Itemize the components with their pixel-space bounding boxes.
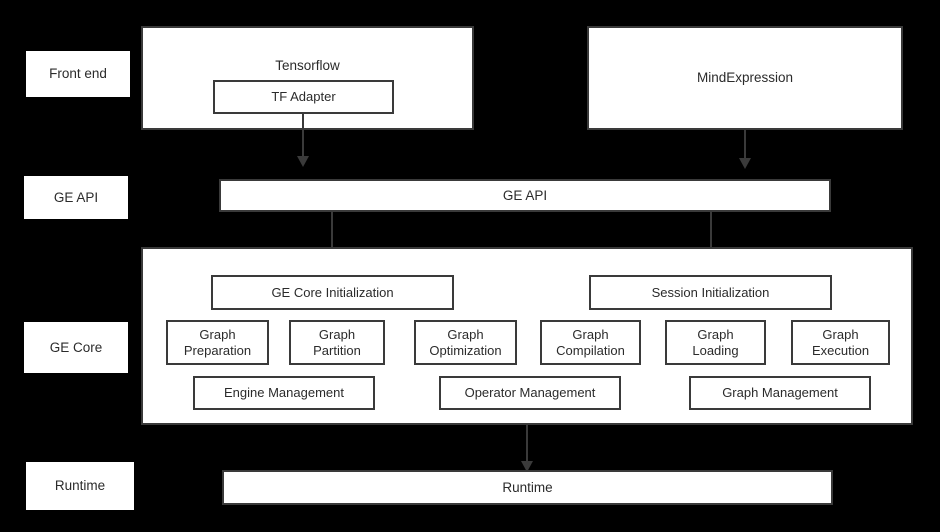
operator-management-box[interactable]: Operator Management <box>439 376 621 410</box>
side-label-front-end: Front end <box>26 51 130 97</box>
session-initialization-box[interactable]: Session Initialization <box>589 275 832 310</box>
tensorflow-title: Tensorflow <box>275 58 340 73</box>
graph-optimization-box[interactable]: Graph Optimization <box>414 320 517 365</box>
connector-tfadapter-to-geapi <box>302 114 304 158</box>
graph-partition-box[interactable]: Graph Partition <box>289 320 385 365</box>
arrowhead-mindexpression-to-geapi <box>739 158 751 169</box>
ge-core-initialization-box[interactable]: GE Core Initialization <box>211 275 454 310</box>
ge-api-bar[interactable]: GE API <box>219 179 831 212</box>
side-label-ge-api: GE API <box>24 176 128 219</box>
graph-management-box[interactable]: Graph Management <box>689 376 871 410</box>
tf-adapter-box[interactable]: TF Adapter <box>213 80 394 114</box>
graph-loading-box[interactable]: Graph Loading <box>665 320 766 365</box>
side-label-runtime: Runtime <box>26 462 134 510</box>
arrowhead-gecore-to-runtime <box>521 461 533 472</box>
graph-preparation-box[interactable]: Graph Preparation <box>166 320 269 365</box>
side-label-ge-core: GE Core <box>24 322 128 373</box>
connector-geapi-to-sessioninit <box>710 212 712 270</box>
engine-management-box[interactable]: Engine Management <box>193 376 375 410</box>
mindexpression-title: MindExpression <box>696 70 794 86</box>
connector-geapi-to-gecoreinit <box>331 212 333 270</box>
connector-mindexpression-to-geapi <box>744 130 746 160</box>
graph-compilation-box[interactable]: Graph Compilation <box>540 320 641 365</box>
tensorflow-group: Tensorflow <box>141 26 474 130</box>
graph-execution-box[interactable]: Graph Execution <box>791 320 890 365</box>
arrowhead-tfadapter-to-geapi <box>297 156 309 167</box>
runtime-bar[interactable]: Runtime <box>222 470 833 505</box>
connector-gecore-to-runtime <box>526 425 528 463</box>
mindexpression-group: MindExpression <box>587 26 903 130</box>
